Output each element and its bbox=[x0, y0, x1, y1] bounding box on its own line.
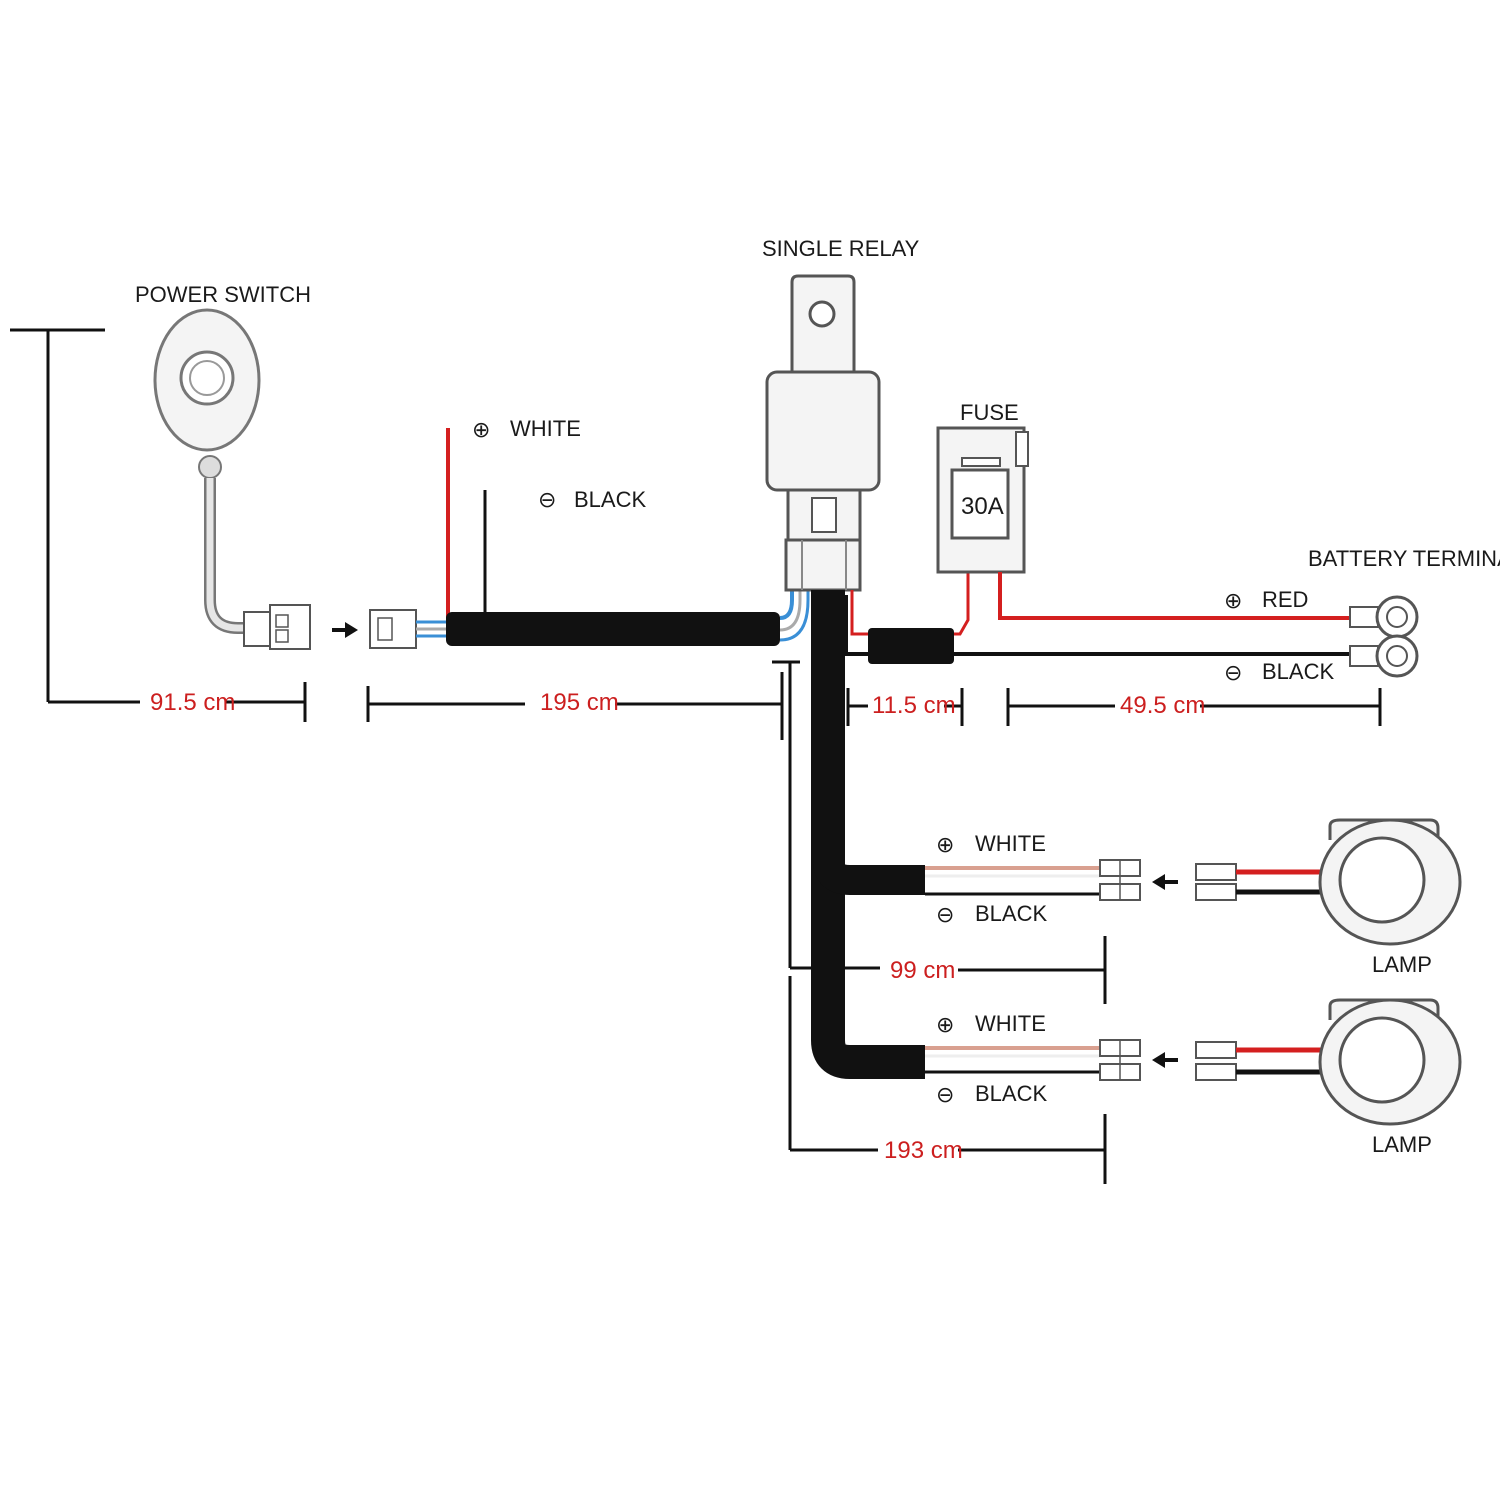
positive-icon: ⊕ bbox=[472, 418, 490, 443]
power-switch bbox=[153, 308, 261, 634]
negative-icon: ⊖ bbox=[1224, 661, 1242, 686]
harness-to-relay-wire-2 bbox=[779, 590, 802, 632]
fuse-red-to-battery bbox=[998, 572, 1352, 620]
lamp1-arrow-icon bbox=[1152, 874, 1178, 890]
label-battery-red: RED bbox=[1262, 587, 1308, 612]
label-power-switch: POWER SWITCH bbox=[135, 282, 311, 307]
negative-icon: ⊖ bbox=[538, 488, 556, 513]
negative-icon: ⊖ bbox=[936, 903, 954, 928]
lamp2-arrow-icon bbox=[1152, 1052, 1178, 1068]
harness-to-relay-wire-3 bbox=[779, 590, 810, 642]
lamp-harness-trunk bbox=[811, 590, 925, 1079]
negative-icon: ⊖ bbox=[936, 1083, 954, 1108]
dim-fuse-lead: 11.5 cm bbox=[872, 692, 956, 719]
main-harness-sleeve bbox=[446, 612, 780, 646]
positive-icon: ⊕ bbox=[936, 833, 954, 858]
dimension-lines bbox=[10, 328, 1382, 1184]
dim-lamp2-lead: 193 cm bbox=[884, 1137, 963, 1164]
label-lamp1-black: BLACK bbox=[975, 901, 1047, 926]
harness-to-relay-wires bbox=[779, 590, 794, 620]
label-lamp1-white: WHITE bbox=[975, 831, 1046, 856]
label-lamp2-white: WHITE bbox=[975, 1011, 1046, 1036]
label-fuse: FUSE bbox=[960, 400, 1019, 425]
harness-connector bbox=[369, 609, 448, 649]
inline-sleeve bbox=[868, 628, 954, 664]
dim-lamp1-lead: 99 cm bbox=[890, 957, 955, 984]
relay-black-to-battery bbox=[844, 595, 1350, 656]
label-single-relay: SINGLE RELAY bbox=[762, 236, 920, 261]
positive-icon: ⊕ bbox=[936, 1013, 954, 1038]
lamp1-leads bbox=[925, 859, 1141, 901]
label-fuse-rating: 30A bbox=[961, 493, 1004, 520]
label-lamp2-black: BLACK bbox=[975, 1081, 1047, 1106]
label-top-white: WHITE bbox=[510, 416, 581, 441]
label-top-black: BLACK bbox=[574, 487, 646, 512]
label-battery-black: BLACK bbox=[1262, 659, 1334, 684]
lamp1-branch bbox=[813, 858, 925, 895]
lamp2-leads bbox=[925, 1039, 1141, 1081]
switch-connector bbox=[243, 604, 311, 650]
connect-arrow-icon bbox=[332, 622, 358, 638]
label-lamp-2: LAMP bbox=[1372, 1132, 1432, 1157]
relay bbox=[765, 274, 881, 592]
positive-icon: ⊕ bbox=[1224, 589, 1242, 614]
dim-battery-lead: 49.5 cm bbox=[1120, 692, 1205, 719]
label-lamp-1: LAMP bbox=[1372, 952, 1432, 977]
label-battery-terminal: BATTERY TERMINAL bbox=[1308, 546, 1500, 571]
battery-terminals bbox=[1349, 595, 1419, 678]
fuse-holder bbox=[936, 426, 1029, 574]
lamp1 bbox=[1195, 818, 1462, 946]
lamp2 bbox=[1195, 998, 1462, 1126]
dim-switch-cable: 91.5 cm bbox=[150, 689, 235, 716]
dim-main-harness: 195 cm bbox=[540, 689, 619, 716]
relay-red-to-fuse bbox=[850, 570, 970, 636]
